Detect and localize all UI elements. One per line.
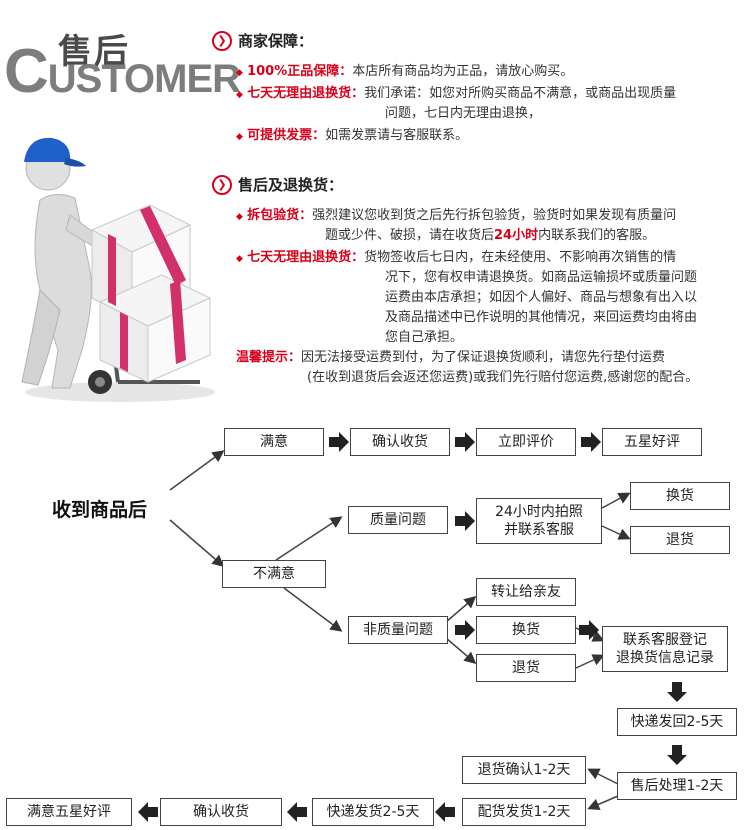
return-policy: ◆ 七天无理由退换货：货物签收后七日内，在未经使用、不影响再次销售的情 — [236, 248, 676, 269]
inspect-label: 拆包验货： — [247, 208, 313, 223]
flow-five-star: 五星好评 — [602, 428, 702, 456]
delivery-figure-illustration — [21, 137, 215, 402]
flow-photo-line1: 24小时内拍照 — [495, 504, 583, 520]
inspect-line2-pre: 题或少件、破损，请在收货后 — [325, 228, 495, 243]
flow-photo-line2: 并联系客服 — [504, 522, 574, 538]
section-arrow-icon: ❯ — [212, 175, 232, 195]
tip-label: 温馨提示： — [236, 350, 302, 365]
flow-dispatch: 配货发货1-2天 — [462, 798, 586, 826]
inspect-line2: 题或少件、破损，请在收货后24小时内联系我们的客服。 — [325, 226, 655, 246]
flow-photo-contact: 24小时内拍照 并联系客服 — [476, 498, 602, 544]
tip-line1: 温馨提示：因无法接受运费到付，为了保证退换货顺利，请您先行垫付运费 — [236, 348, 665, 368]
bullet-icon: ◆ — [236, 132, 243, 142]
inspect-24h: 24小时 — [494, 228, 539, 243]
guarantee-genuine: ◆ 100%正品保障：本店所有商品均为正品，请放心购买。 — [236, 62, 573, 83]
guarantee-invoice: ◆ 可提供发票：如需发票请与客服联系。 — [236, 126, 468, 147]
flow-final-confirm: 确认收货 — [160, 798, 282, 826]
tip-line2: (在收到退货后会返还您运费)或我们先行赔付您运费,感谢您的配合。 — [307, 370, 699, 385]
flow-unsatisfied: 不满意 — [222, 560, 326, 588]
flow-nq-exchange: 换货 — [476, 616, 576, 644]
flow-quality-issue: 质量问题 — [348, 506, 448, 534]
flow-satisfied: 满意 — [224, 428, 324, 456]
guarantee-seven-day-line1: 我们承诺：如您对所购买商品不满意，或商品出现质量 — [364, 86, 677, 101]
flow-review-now: 立即评价 — [476, 428, 576, 456]
flow-express-out: 快递发货2-5天 — [312, 798, 434, 826]
flow-confirm-receipt: 确认收货 — [350, 428, 450, 456]
flow-non-quality-issue: 非质量问题 — [348, 616, 448, 644]
guarantee-invoice-text: 如需发票请与客服联系。 — [325, 128, 469, 143]
logo-title-en: CUSTOMER — [4, 41, 241, 103]
flow-refund: 退货 — [630, 526, 730, 554]
logo-initial: C — [4, 37, 49, 106]
flow-satisfied-five-star: 满意五星好评 — [6, 798, 132, 826]
return-line5: 您自己承担。 — [385, 330, 464, 345]
flow-ship-back: 快递发回2-5天 — [617, 708, 737, 736]
guarantee-seven-day: ◆ 七天无理由退换货：我们承诺：如您对所购买商品不满意，或商品出现质量 — [236, 84, 676, 105]
bullet-icon: ◆ — [236, 68, 243, 78]
after-sales-section-title: 售后及退换货： — [238, 176, 344, 194]
guarantee-invoice-label: 可提供发票： — [247, 128, 326, 143]
logo-rest: USTOMER — [47, 57, 241, 101]
flow-after-sales-process: 售后处理1-2天 — [617, 772, 737, 800]
bullet-icon: ◆ — [236, 90, 243, 100]
tip-text1: 因无法接受运费到付，为了保证退换货顺利，请您先行垫付运费 — [301, 350, 666, 365]
flow-register-service: 联系客服登记 退换货信息记录 — [602, 626, 728, 672]
flow-refund-confirm: 退货确认1-2天 — [462, 756, 586, 784]
guarantee-genuine-label: 100%正品保障： — [247, 64, 353, 79]
guarantee-genuine-text: 本店所有商品均为正品，请放心购买。 — [352, 64, 574, 79]
bullet-icon: ◆ — [236, 254, 243, 264]
flow-root-received: 收到商品后 — [52, 499, 148, 521]
flow-register-line2: 退换货信息记录 — [616, 650, 714, 666]
merchant-section-title: 商家保障： — [238, 32, 314, 50]
return-line3: 运费由本店承担；如因个人偏好、商品与想象有出入以 — [385, 290, 698, 305]
section-arrow-icon: ❯ — [212, 31, 232, 51]
bullet-icon: ◆ — [236, 212, 243, 222]
guarantee-seven-day-line2: 问题，七日内无理由退换， — [385, 106, 542, 121]
inspect-line1: 强烈建议您收到货之后先行拆包验货，验货时如果发现有质量问 — [312, 208, 677, 223]
inspect-line2-post: 内联系我们的客服。 — [538, 228, 656, 243]
inspect-policy: ◆ 拆包验货：强烈建议您收到货之后先行拆包验货，验货时如果发现有质量问 — [236, 206, 676, 227]
guarantee-seven-day-label: 七天无理由退换货： — [247, 86, 365, 101]
logo-title-cn: 售后 — [58, 32, 130, 72]
return-line2: 况下，您有权申请退换货。如商品运输损坏或质量问题 — [385, 270, 698, 285]
flow-nq-refund: 退货 — [476, 654, 576, 682]
return-line1: 货物签收后七日内，在未经使用、不影响再次销售的情 — [364, 250, 677, 265]
return-label: 七天无理由退换货： — [247, 250, 365, 265]
return-line4: 及商品描述中已作说明的其他情况，来回运费均由将由 — [385, 310, 698, 325]
flow-transfer-to-friend: 转让给亲友 — [476, 578, 576, 606]
flow-register-line1: 联系客服登记 — [623, 632, 707, 648]
flow-exchange: 换货 — [630, 482, 730, 510]
